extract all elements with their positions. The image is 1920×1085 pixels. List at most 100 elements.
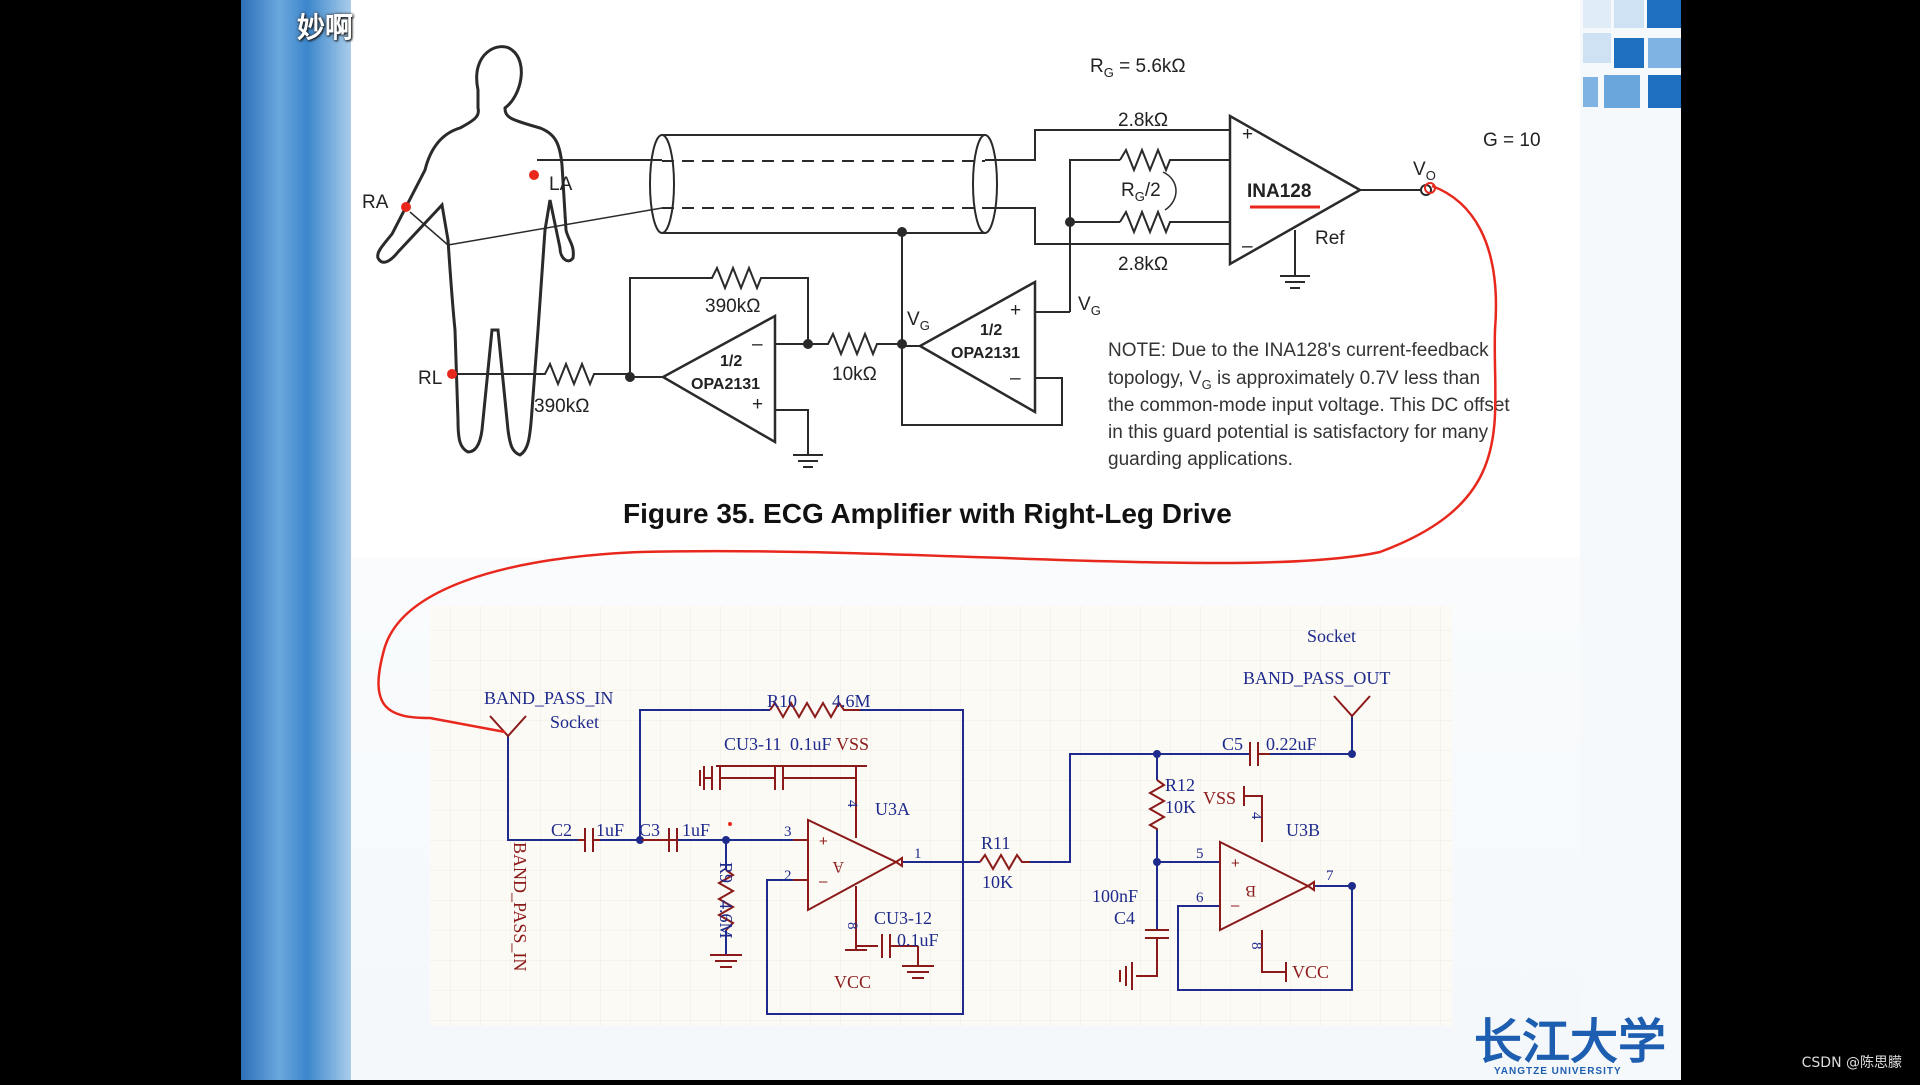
pin7-label: 7 [1326,868,1334,884]
schematic-grid [430,606,1452,1026]
op-b-letter: B [1245,882,1256,899]
cu3-12-value: 0.1uF [897,930,939,950]
vss-a-label: VSS [836,734,869,754]
pin4-label: 4 [844,800,860,808]
vcc-b-label: VCC [1292,962,1329,982]
ref-label: Ref [1315,228,1345,249]
opamp-left-name: OPA2131 [691,376,760,393]
note-line-4: in this guard potential is satisfactory … [1108,422,1489,443]
annotation-arrow-curve [377,184,1498,734]
opamp-right-name: OPA2131 [951,345,1020,362]
note-line-3: the common-mode input voltage. This DC o… [1108,395,1510,416]
opamp-left-minus: – [752,334,763,355]
band-pass-in-label: BAND_PASS_IN [484,688,613,708]
csdn-watermark: CSDN @陈思朦 [1801,1055,1902,1071]
r11-value: 10K [982,872,1013,892]
cu3-12-label: CU3-12 [874,908,932,928]
logo-english: YANGTZE UNIVERSITY [1494,1066,1622,1077]
opamp-a-minus: – [819,873,828,890]
vss-b-label: VSS [1203,788,1236,808]
rg-label: RG = 5.6kΩ [1090,56,1186,80]
pin3-label: 3 [784,824,792,840]
schematic-wires [507,709,1356,1015]
schematic-labels: Socket BAND_PASS_OUT BAND_PASS_IN Socket… [484,626,1390,992]
annotation-start-circle [1424,182,1436,194]
pin6-label: 6 [1196,890,1204,906]
rl-label: RL [418,368,442,389]
r11-label: R11 [981,833,1010,853]
note-line-5: guarding applications. [1108,449,1293,470]
ra-label: RA [362,192,389,213]
c3-value: 1uF [682,820,710,840]
university-logo: 长江大学 YANGTZE UNIVERSITY [1474,1016,1666,1077]
pin1-label: 1 [914,846,922,862]
u3b-label: U3B [1286,820,1320,840]
band-pass-out-label: BAND_PASS_OUT [1243,668,1390,688]
electrodes [401,170,539,379]
cu3-11-value: 0.1uF [790,734,832,754]
r9-label: R9 [716,862,736,883]
opamp-pin-signs: + – + – [819,833,1240,914]
r390-fb-label: 390kΩ [705,296,760,317]
corner-squares-decoration [1583,0,1681,108]
r-top-label: 2.8kΩ [1118,110,1168,131]
opamp-b-plus: + [1231,855,1240,872]
plus-in-sign: + [1242,124,1253,145]
electrode-la [529,170,539,180]
pin2-label: 2 [784,868,792,884]
vg-left-label: VG [907,309,930,333]
op-a-letter: A [832,858,844,875]
opamp-right-plus: + [1010,300,1021,321]
vo-label: VO [1413,159,1436,183]
opamp-left-half: 1/2 [720,353,742,370]
c2-label: C2 [551,820,572,840]
socket-out-label: Socket [1307,626,1356,646]
electrode-rl [447,369,457,379]
c5-label: C5 [1222,734,1243,754]
la-label: LA [549,174,573,195]
c3-label: C3 [639,820,660,840]
vcc-a-label: VCC [834,972,871,992]
danmu-comment: 妙啊 [297,11,354,44]
electrode-ra [401,202,411,212]
u3a-label: U3A [875,799,910,819]
vg-right-label: VG [1078,294,1101,318]
schematic-parts [489,695,1371,990]
opamp-right-half: 1/2 [980,322,1002,339]
figure-note: NOTE: Due to the INA128's current-feedba… [1108,340,1510,470]
c4-value: 100nF [1092,886,1138,906]
figure-labels: RG = 5.6kΩ G = 10 RA LA RL 2.8kΩ 2.8kΩ R… [362,56,1541,417]
opamp-left-plus: + [752,394,763,415]
slide-right-margin [1580,0,1681,1080]
gain-label: G = 10 [1483,130,1541,151]
socket-in-label: Socket [550,712,599,732]
c2-value: 1uF [596,820,624,840]
opamp-right-minus: – [1010,368,1021,389]
figure-panel [352,0,1580,558]
schematic-marker-dot [728,822,732,826]
r10-value: 4.6M [832,691,871,711]
c5-value: 0.22uF [1266,734,1317,754]
note-line-2: topology, VG is approximately 0.7V less … [1108,368,1480,392]
logo-chinese: 长江大学 [1474,1016,1666,1069]
figure-caption: Figure 35. ECG Amplifier with Right-Leg … [623,498,1232,529]
cu3-11-label: CU3-11 [724,734,781,754]
slide-left-bar [241,0,351,1080]
pin5-label: 5 [1196,846,1204,862]
r-bottom-label: 2.8kΩ [1118,254,1168,275]
minus-in-sign: – [1242,236,1253,257]
human-body-outline [376,45,575,457]
ecg-figure [376,45,1432,468]
pin4b-label: 4 [1248,812,1264,820]
opamp-a-plus: + [819,833,828,850]
note-line-1: NOTE: Due to the INA128's current-feedba… [1108,340,1489,361]
opamp-b-minus: – [1231,897,1240,914]
ina128-label: INA128 [1247,181,1311,202]
r390-in-label: 390kΩ [534,396,589,417]
pin8b-label: 8 [1248,942,1264,950]
rg-half-label: RG/2 [1121,180,1161,204]
r12-label: R12 [1165,775,1195,795]
r10k-label: 10kΩ [832,364,877,385]
